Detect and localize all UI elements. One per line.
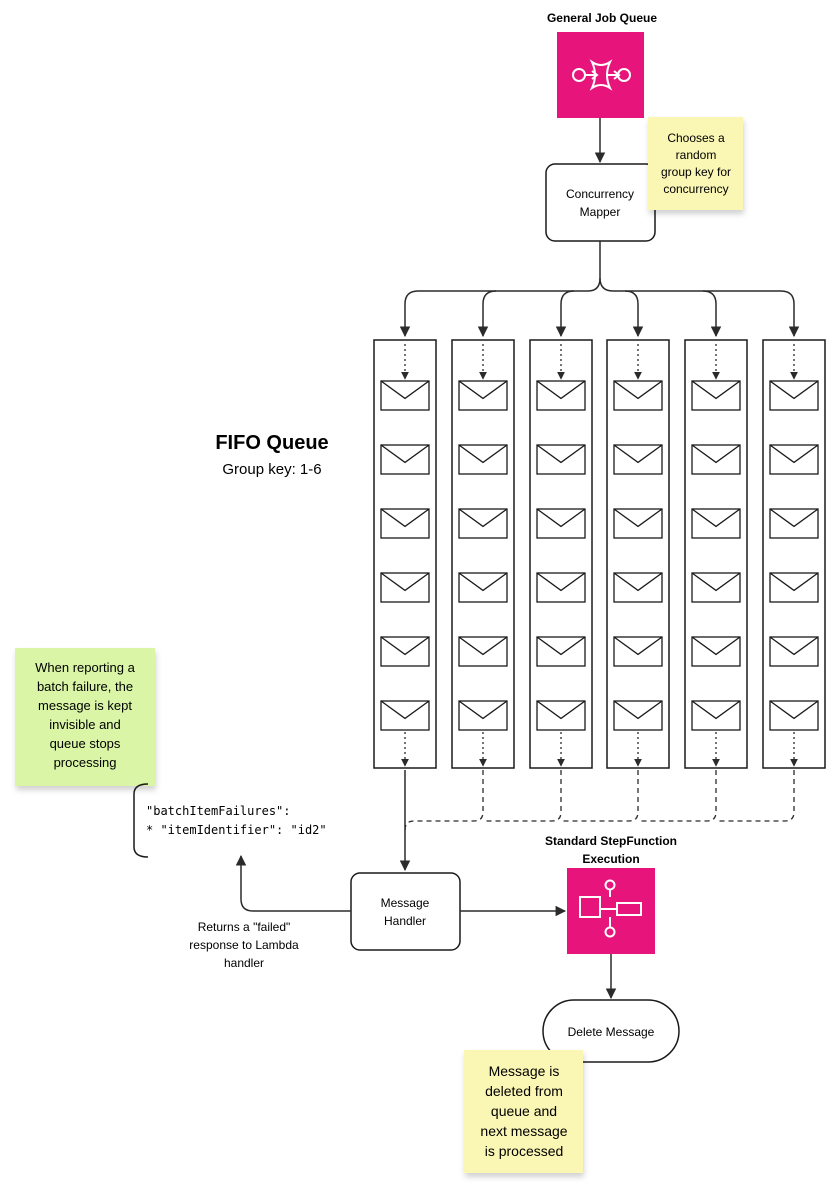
returns-failed-line: response to Lambda xyxy=(189,938,299,952)
message-envelope-icon xyxy=(769,636,819,667)
message-envelope-icon xyxy=(691,636,741,667)
fifo-queue-title: FIFO Queue xyxy=(215,432,328,454)
message-envelope-icon xyxy=(380,700,430,731)
fanout-connectors xyxy=(399,241,800,338)
delete-message-node[interactable]: Delete Message xyxy=(542,999,680,1063)
step-functions-icon xyxy=(567,868,655,954)
general-queue-title: General Job Queue xyxy=(547,11,657,25)
stepfunction-title-2: Execution xyxy=(582,852,639,866)
message-envelope-icon xyxy=(769,380,819,411)
sticky-deleted-line: deleted from xyxy=(485,1083,563,1099)
sticky-note-message-deleted xyxy=(464,1050,583,1173)
message-envelope-icon xyxy=(458,636,508,667)
concurrency-mapper-label-2: Mapper xyxy=(580,205,621,219)
message-envelope-icon xyxy=(691,508,741,539)
message-envelope-icon xyxy=(536,636,586,667)
sticky-batch-line: When reporting a xyxy=(35,660,135,675)
sticky-random-key-line: concurrency xyxy=(663,182,728,196)
message-envelope-icon xyxy=(536,380,586,411)
message-envelope-icon xyxy=(613,508,663,539)
arrow-handler-to-code xyxy=(235,854,351,912)
message-envelope-icon xyxy=(613,380,663,411)
message-envelope-icon xyxy=(458,444,508,475)
returns-failed-line: Returns a "failed" xyxy=(198,920,291,934)
sticky-batch-line: invisible and xyxy=(49,717,121,732)
message-envelope-icon xyxy=(691,700,741,731)
fifo-queue-column xyxy=(529,339,593,769)
message-envelope-icon xyxy=(769,444,819,475)
message-envelope-icon xyxy=(613,700,663,731)
message-handler-label-2: Handler xyxy=(384,914,426,928)
message-envelope-icon xyxy=(613,572,663,603)
message-envelope-icon xyxy=(613,444,663,475)
sticky-random-key-line: random xyxy=(676,148,717,162)
message-handler-node[interactable]: Message Handler xyxy=(350,872,461,951)
sticky-deleted-line: Message is xyxy=(489,1063,560,1079)
sticky-batch-line: processing xyxy=(54,755,117,770)
message-envelope-icon xyxy=(691,380,741,411)
sticky-batch-line: queue stops xyxy=(50,736,121,751)
stepfunction-title-1: Standard StepFunction xyxy=(545,834,677,848)
sticky-random-key-line: Chooses a xyxy=(667,131,725,145)
code-line-1: "batchItemFailures": xyxy=(146,804,291,818)
sticky-batch-line: message is kept xyxy=(38,698,132,713)
message-envelope-icon xyxy=(458,700,508,731)
message-envelope-icon xyxy=(536,700,586,731)
message-envelope-icon xyxy=(613,636,663,667)
sticky-note-batch-failure xyxy=(15,648,155,786)
message-envelope-icon xyxy=(380,444,430,475)
dashed-queue-connectors xyxy=(404,770,795,831)
sticky-random-key-line: group key for xyxy=(661,165,731,179)
message-envelope-icon xyxy=(380,380,430,411)
message-envelope-icon xyxy=(458,508,508,539)
message-handler-label-1: Message xyxy=(381,896,430,910)
delete-message-label: Delete Message xyxy=(568,1025,655,1039)
fifo-queue-subtitle: Group key: 1-6 xyxy=(222,461,321,478)
message-envelope-icon xyxy=(769,508,819,539)
fifo-queue-column xyxy=(684,339,748,769)
message-envelope-icon xyxy=(380,508,430,539)
returns-failed-line: handler xyxy=(224,956,264,970)
message-envelope-icon xyxy=(769,700,819,731)
sticky-deleted-line: next message xyxy=(480,1123,567,1139)
message-envelope-icon xyxy=(769,572,819,603)
message-envelope-icon xyxy=(536,508,586,539)
message-envelope-icon xyxy=(536,572,586,603)
message-envelope-icon xyxy=(691,444,741,475)
sticky-batch-line: batch failure, the xyxy=(37,679,133,694)
message-envelope-icon xyxy=(536,444,586,475)
sticky-note-random-key xyxy=(648,117,743,210)
fifo-queue-column xyxy=(373,339,437,769)
sticky-deleted-line: is processed xyxy=(485,1143,564,1159)
message-envelope-icon xyxy=(380,572,430,603)
sqs-queue-icon xyxy=(557,32,644,118)
message-envelope-icon xyxy=(458,572,508,603)
message-envelope-icon xyxy=(458,380,508,411)
concurrency-mapper-node[interactable]: Concurrency Mapper xyxy=(545,163,656,242)
message-envelope-icon xyxy=(691,572,741,603)
concurrency-mapper-label-1: Concurrency xyxy=(566,187,634,201)
sticky-deleted-line: queue and xyxy=(491,1103,557,1119)
code-line-2: * "itemIdentifier": "id2" xyxy=(146,823,327,837)
fifo-queue-columns xyxy=(373,339,826,769)
fifo-queue-column xyxy=(762,339,826,769)
message-envelope-icon xyxy=(380,636,430,667)
fifo-queue-column xyxy=(606,339,670,769)
code-bracket xyxy=(133,783,149,858)
fifo-queue-column xyxy=(451,339,515,769)
